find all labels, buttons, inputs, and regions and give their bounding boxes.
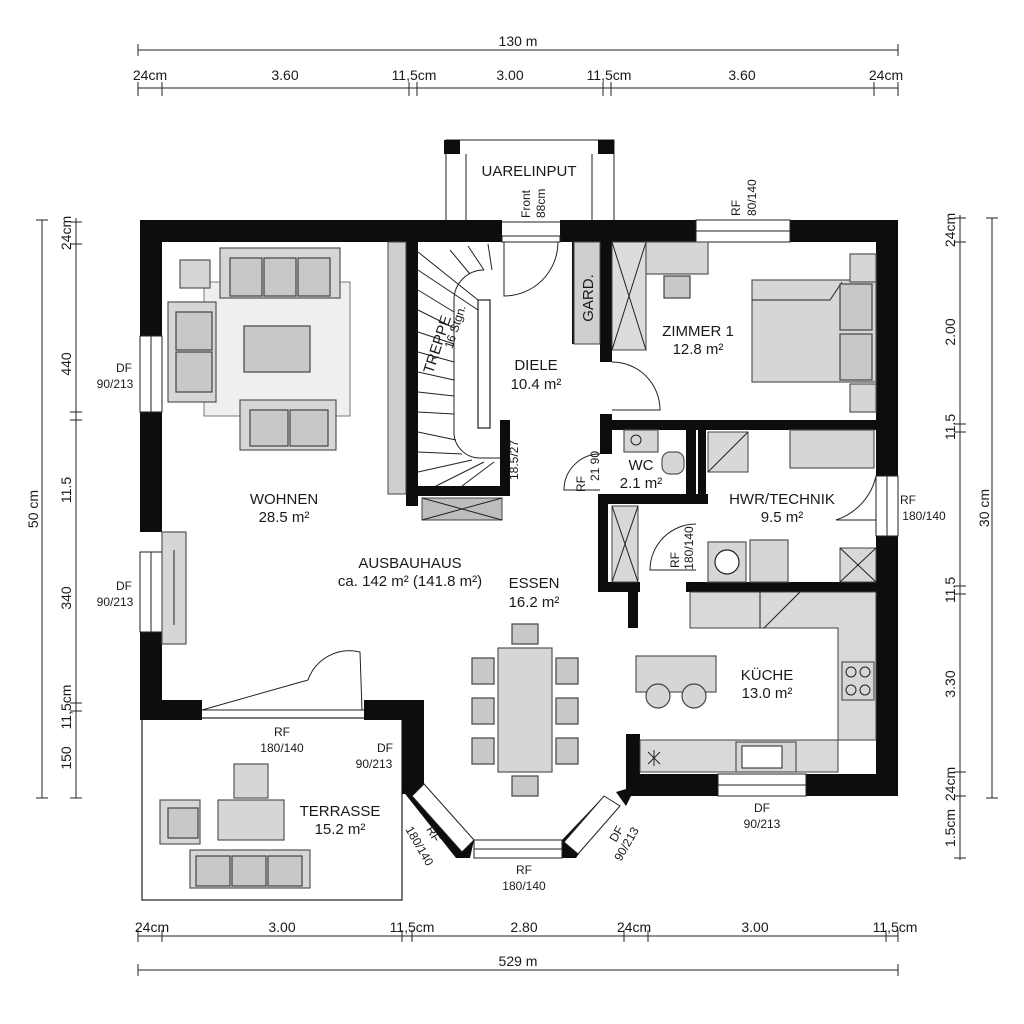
left-dim-6: 150 [58,746,74,770]
rf-top-size: 80/140 [745,179,759,216]
front-door-label: Front [519,189,533,218]
right-dim-4: 11.5 [942,577,958,603]
rf-bay-center-label: RF [516,863,532,877]
rf-bay-left-label: RF [423,824,443,845]
rf-top-label: RF [729,200,743,216]
ausbauhaus-area: ca. 142 m² (141.8 m²) [338,573,482,590]
hwr-area: 9.5 m² [761,509,804,526]
terrasse-label: TERRASSE [300,803,381,820]
rf-right-label: RF [900,493,916,507]
hwr-fixtures [611,429,877,583]
bottom-dim-1: 24cm [135,919,169,935]
left-total-dimension: 50 cm [25,490,41,528]
wc-area: 2.1 m² [620,475,663,492]
terrace-furniture [159,763,311,889]
right-dim-2: 2.00 [942,318,958,345]
left-dim-2: 440 [58,352,74,376]
wc-door-label: RF [574,476,588,492]
garderobe: GARD. [573,241,601,345]
df-left-top-size: 90/213 [97,377,134,391]
bottom-dim-2: 3.00 [268,919,295,935]
rf-bay-center-size: 180/140 [502,879,546,893]
df-left-mid-size: 90/213 [97,595,134,609]
dining-furniture [471,623,579,797]
bottom-dimensions: 24cm 3.00 11,5cm 2.80 24cm 3.00 11,5cm 5… [135,919,918,976]
diele-label: DIELE [514,357,557,374]
df-left-mid-label: DF [116,579,132,593]
right-dim-7: 1.5cm [942,809,958,847]
wc-fixtures [623,429,685,475]
df-left-top-label: DF [116,361,132,375]
bottom-dim-5: 24cm [617,919,651,935]
hwr-label: HWR/TECHNIK [729,491,835,508]
terrasse-area: 15.2 m² [315,821,366,838]
stair-ratio-label: 18.5/27 [507,440,521,480]
df-terrace-label: DF [377,741,393,755]
top-total-dimension: 130 m [499,33,538,49]
wohnen-area: 28.5 m² [259,509,310,526]
rf-terrace-size: 180/140 [260,741,304,755]
right-dim-5: 3.30 [942,670,958,697]
kitchen-furniture [635,591,877,773]
front-door-size: 88cm [534,189,548,218]
zimmer-area: 12.8 m² [673,341,724,358]
terrace-outline [141,717,403,901]
top-dim-6: 3.60 [728,67,755,83]
left-dim-1: 24cm [58,216,74,250]
kueche-label: KÜCHE [741,666,794,684]
rf-terrace-label: RF [274,725,290,739]
right-dim-3: 11.5 [942,414,958,440]
bedroom-furniture [611,241,877,413]
left-dimensions: 50 cm 24cm 440 11.5 340 11,5cm 150 [25,216,82,799]
hwr-door-size: 180/140 [682,526,696,570]
df-kitchen-size: 90/213 [744,817,781,831]
hwr-door-label: RF [668,552,682,568]
left-dim-5: 11,5cm [58,685,74,730]
df-bay-right-label: DF [606,824,626,845]
doors [201,235,877,711]
living-room-furniture [161,247,351,645]
entrance-label: UARELINPUT [481,163,576,180]
bottom-dim-6: 3.00 [741,919,768,935]
top-dim-1: 24cm [133,67,167,83]
essen-label: ESSEN [509,575,560,592]
df-kitchen-label: DF [754,801,770,815]
ausbauhaus-label: AUSBAUHAUS [358,555,461,572]
bottom-total-dimension: 529 m [499,953,538,969]
top-dim-4: 3.00 [496,67,523,83]
rf-right-size: 180/140 [902,509,946,523]
bottom-dim-7: 11,5cm [873,919,918,935]
wc-door-size: 21 90 [588,451,602,481]
top-dim-7: 24cm [869,67,903,83]
zimmer-label: ZIMMER 1 [662,323,734,340]
right-dim-1: 24cm [942,213,958,247]
top-dim-2: 3.60 [271,67,298,83]
bottom-dim-4: 2.80 [510,919,537,935]
bottom-dim-3: 11,5cm [390,919,435,935]
kueche-area: 13.0 m² [742,685,793,702]
left-dim-3: 11.5 [58,477,74,503]
top-dimensions: 130 m 24cm 3.60 11,5cm 3.00 11,5cm 3.60 … [133,33,903,96]
entrance-canopy: UARELINPUT Front 88cm [444,139,615,223]
diele-area: 10.4 m² [511,376,562,393]
right-dimensions: 24cm 2.00 11.5 11.5 3.30 24cm 1.5cm 30 c… [942,213,998,860]
garderobe-label: GARD. [580,274,597,322]
wohnen-label: WOHNEN [250,491,318,508]
windows [139,219,899,859]
right-total-dimension: 30 cm [976,489,992,527]
room-labels: WOHNEN 28.5 m² DIELE 10.4 m² ZIMMER 1 12… [250,323,835,838]
right-dim-6: 24cm [942,767,958,801]
top-dim-5: 11,5cm [587,67,632,83]
left-dim-4: 340 [58,586,74,610]
essen-area: 16.2 m² [509,594,560,611]
top-dim-3: 11,5cm [392,67,437,83]
wc-label: WC [629,457,654,474]
df-terrace-size: 90/213 [356,757,393,771]
